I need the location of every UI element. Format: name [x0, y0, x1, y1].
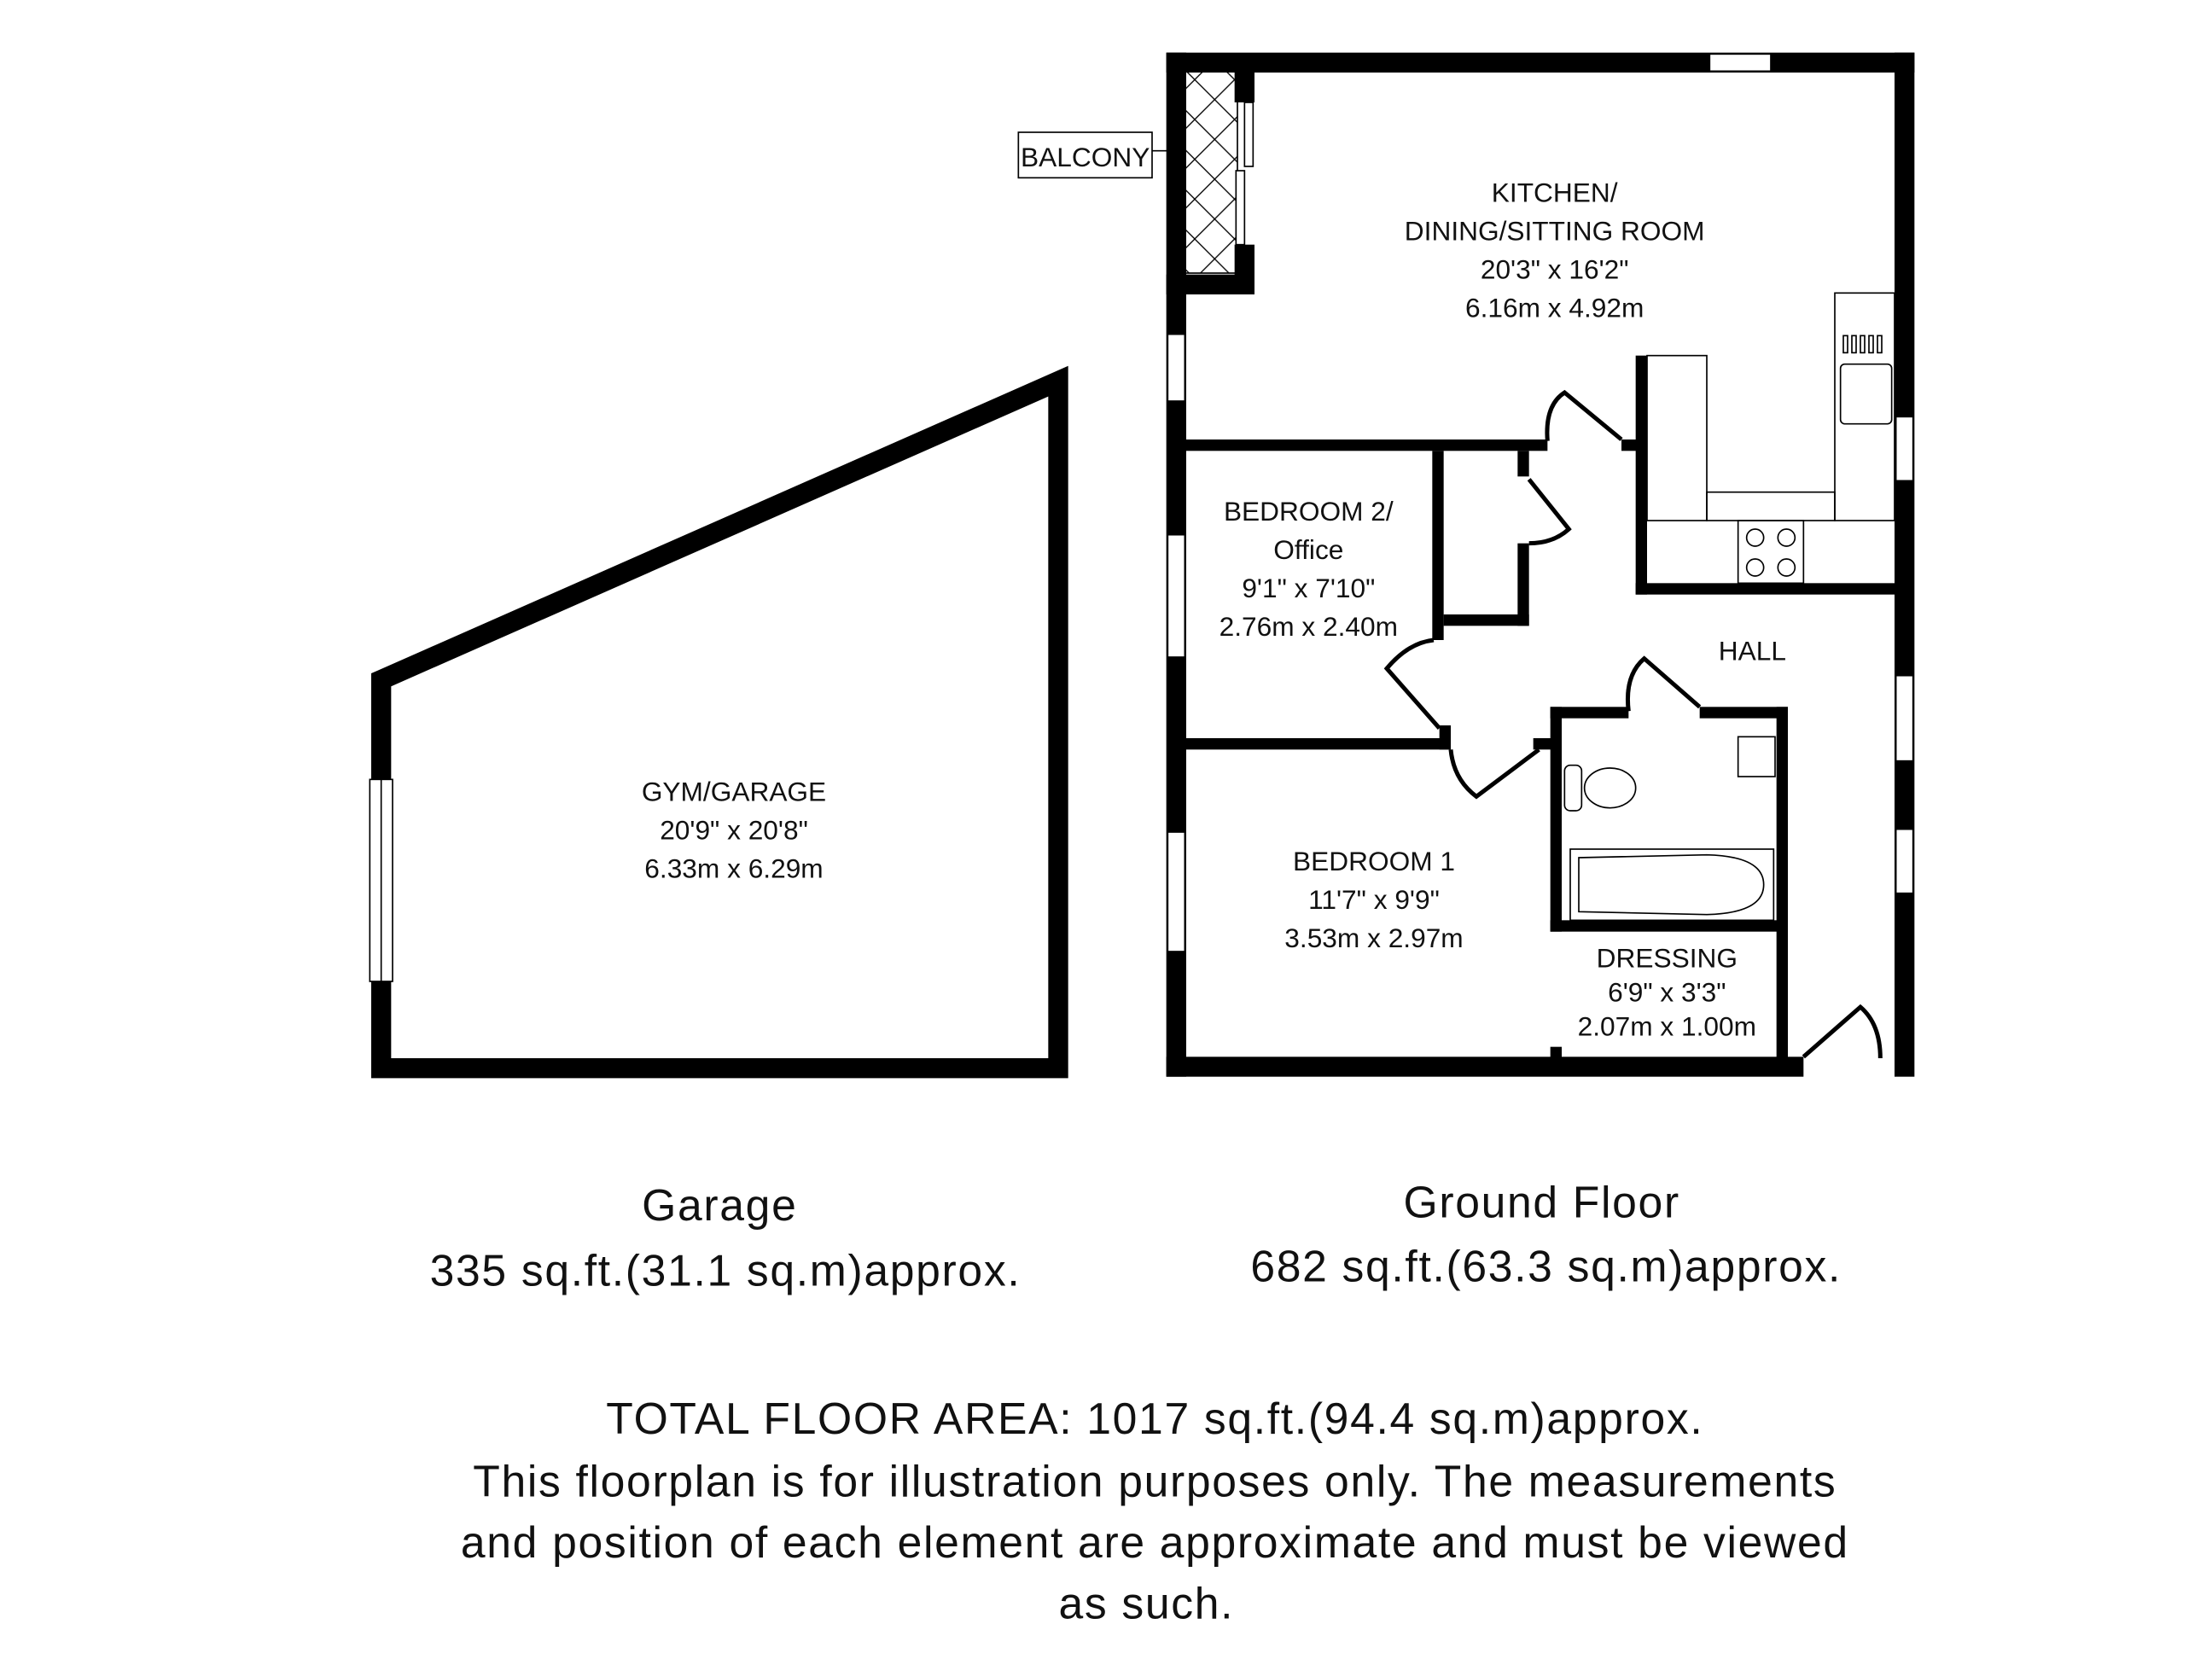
balcony-door: [1243, 102, 1254, 167]
ground-floor-area: 682 sq.ft.(63.3 sq.m)approx.: [1250, 1242, 1842, 1291]
bedroom2-dimensions-imperial: 9'1" x 7'10": [1242, 573, 1375, 603]
garage-walls: [371, 365, 1068, 1079]
kitchen-dimensions-imperial: 20'3" x 16'2": [1481, 254, 1629, 285]
cupboard-door: [1527, 478, 1572, 546]
disclaimer-line-1: This floorplan is for illustration purpo…: [473, 1456, 1837, 1505]
window: [1895, 674, 1914, 762]
total-floor-area: TOTAL FLOOR AREA: 1017 sq.ft.(94.4 sq.m)…: [606, 1394, 1703, 1443]
window: [1167, 333, 1186, 402]
bedroom1-dimensions-metric: 3.53m x 2.97m: [1284, 923, 1463, 953]
hall-label: HALL: [1719, 635, 1786, 666]
bedroom1-label: BEDROOM 1: [1293, 846, 1455, 876]
bath-icon: [1569, 848, 1775, 922]
basin-icon: [1737, 736, 1776, 777]
dressing-dimensions-imperial: 6'9" x 3'3": [1608, 976, 1726, 1007]
bedroom2-dimensions-metric: 2.76m x 2.40m: [1220, 611, 1398, 642]
dressing-dimensions-metric: 2.07m x 1.00m: [1578, 1010, 1756, 1041]
window: [1167, 533, 1186, 658]
bedroom1-dimensions-imperial: 11'7" x 9'9": [1308, 884, 1440, 915]
balcony-label: BALCONY: [1021, 142, 1150, 172]
kitchen-label: KITCHEN/: [1492, 178, 1618, 208]
gym-dimensions-metric: 6.33m x 6.29m: [644, 853, 823, 883]
bedroom2-label: BEDROOM 2/: [1224, 496, 1394, 527]
front-door: [1802, 1004, 1883, 1059]
kitchen-counter: [1834, 292, 1895, 521]
ground-floor-title: Ground Floor: [1403, 1178, 1679, 1227]
hob-icon: [1737, 520, 1805, 585]
window: [1708, 53, 1772, 73]
kitchen-dimensions-metric: 6.16m x 4.92m: [1465, 293, 1644, 323]
disclaimer-line-2: and position of each element are approxi…: [461, 1517, 1849, 1567]
bedroom1-door: [1448, 748, 1540, 800]
kitchen-door: [1545, 389, 1623, 441]
dressing-label: DRESSING: [1597, 942, 1738, 973]
garage-plan: [369, 365, 1068, 1079]
disclaimer-line-3: as such.: [1058, 1579, 1234, 1628]
ground-floor-plan: [1166, 52, 1915, 1077]
gym-dimensions-imperial: 20'9" x 20'8": [660, 814, 808, 845]
balcony-label-box: [1017, 131, 1153, 179]
toilet-icon: [1563, 764, 1637, 812]
window: [1895, 828, 1914, 894]
bedroom2-door: [1383, 637, 1441, 730]
window: [1167, 831, 1186, 952]
kitchen-label-2: DINING/SITTING ROOM: [1405, 216, 1705, 247]
sink-icon: [1839, 363, 1893, 425]
garage-title: Garage: [642, 1180, 797, 1230]
bathroom-door: [1626, 655, 1702, 712]
window: [1895, 416, 1914, 482]
bedroom2-label-2: Office: [1273, 534, 1343, 565]
garage-area: 335 sq.ft.(31.1 sq.m)approx.: [430, 1246, 1022, 1295]
gym-label: GYM/GARAGE: [642, 776, 826, 806]
